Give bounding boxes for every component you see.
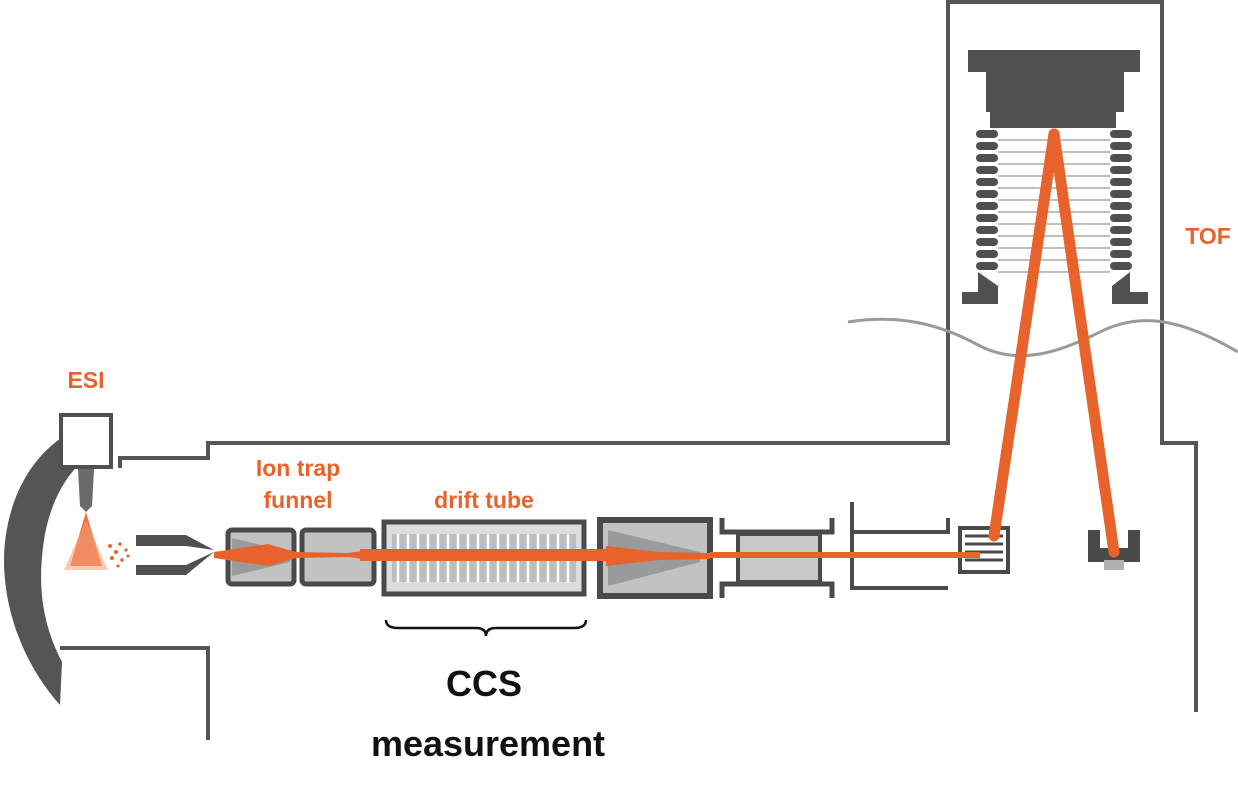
housing-upper-wall (118, 0, 950, 468)
esi-source (4, 413, 130, 705)
tof-detector (1088, 530, 1140, 570)
capillary-top (136, 535, 214, 550)
flight-tube-break-line (847, 317, 1238, 358)
tof-label: TOF (1185, 223, 1231, 249)
esi-emitter-head (59, 413, 113, 469)
ion-beam-tof-path (988, 128, 1120, 558)
ion-beam-funnel-section (214, 544, 296, 566)
tof-tower-top (946, 0, 1164, 4)
drift-tube-label: drift tube (434, 487, 534, 513)
ion-beam-tof-down (1048, 128, 1120, 558)
esi-label: ESI (67, 367, 104, 393)
ion-trap-label-line2: funnel (264, 487, 333, 513)
transfer-chamber (850, 502, 950, 590)
transfer-lens-top (719, 518, 835, 535)
tof-tower-right-wall (1160, 0, 1198, 712)
transfer-lens-bottom (719, 581, 835, 598)
esi-droplets (108, 542, 130, 568)
reflectron-right-coils (1110, 130, 1132, 270)
reflectron-top-cap (968, 50, 1140, 112)
esi-curved-shield (4, 422, 100, 705)
ccs-brace (384, 619, 588, 637)
reflectron-left-foot (962, 272, 998, 304)
reflectron-back-plate (990, 112, 1116, 128)
ion-beam-path (214, 544, 980, 566)
inlet-capillary (136, 535, 214, 575)
ion-beam-tof-up (988, 128, 1060, 542)
ccs-label-line1: CCS (446, 663, 522, 704)
tof-reflectron (962, 50, 1148, 304)
capillary-bottom (136, 552, 214, 575)
ion-trap-label-line1: Ion trap (256, 455, 340, 481)
reflectron-left-coils (976, 130, 998, 270)
ion-beam-drift-section (360, 549, 610, 561)
esi-needle (78, 469, 94, 512)
detector-plate (1104, 560, 1124, 570)
ion-beam-funnel-pinch (296, 549, 380, 561)
vacuum-housing (60, 0, 1198, 740)
housing-lower-wall (60, 646, 210, 740)
reflectron-right-foot (1112, 272, 1148, 304)
ion-beam-rear-funnel (606, 546, 710, 566)
detector-holder (1088, 530, 1140, 562)
transfer-optics (719, 502, 950, 598)
ion-beam-transfer (710, 552, 980, 558)
tof-pusher (958, 526, 1010, 574)
reflectron-grid-lines (998, 139, 1110, 273)
ccs-label-line2: measurement (371, 723, 605, 764)
esi-spray-cone-outer (64, 520, 108, 570)
